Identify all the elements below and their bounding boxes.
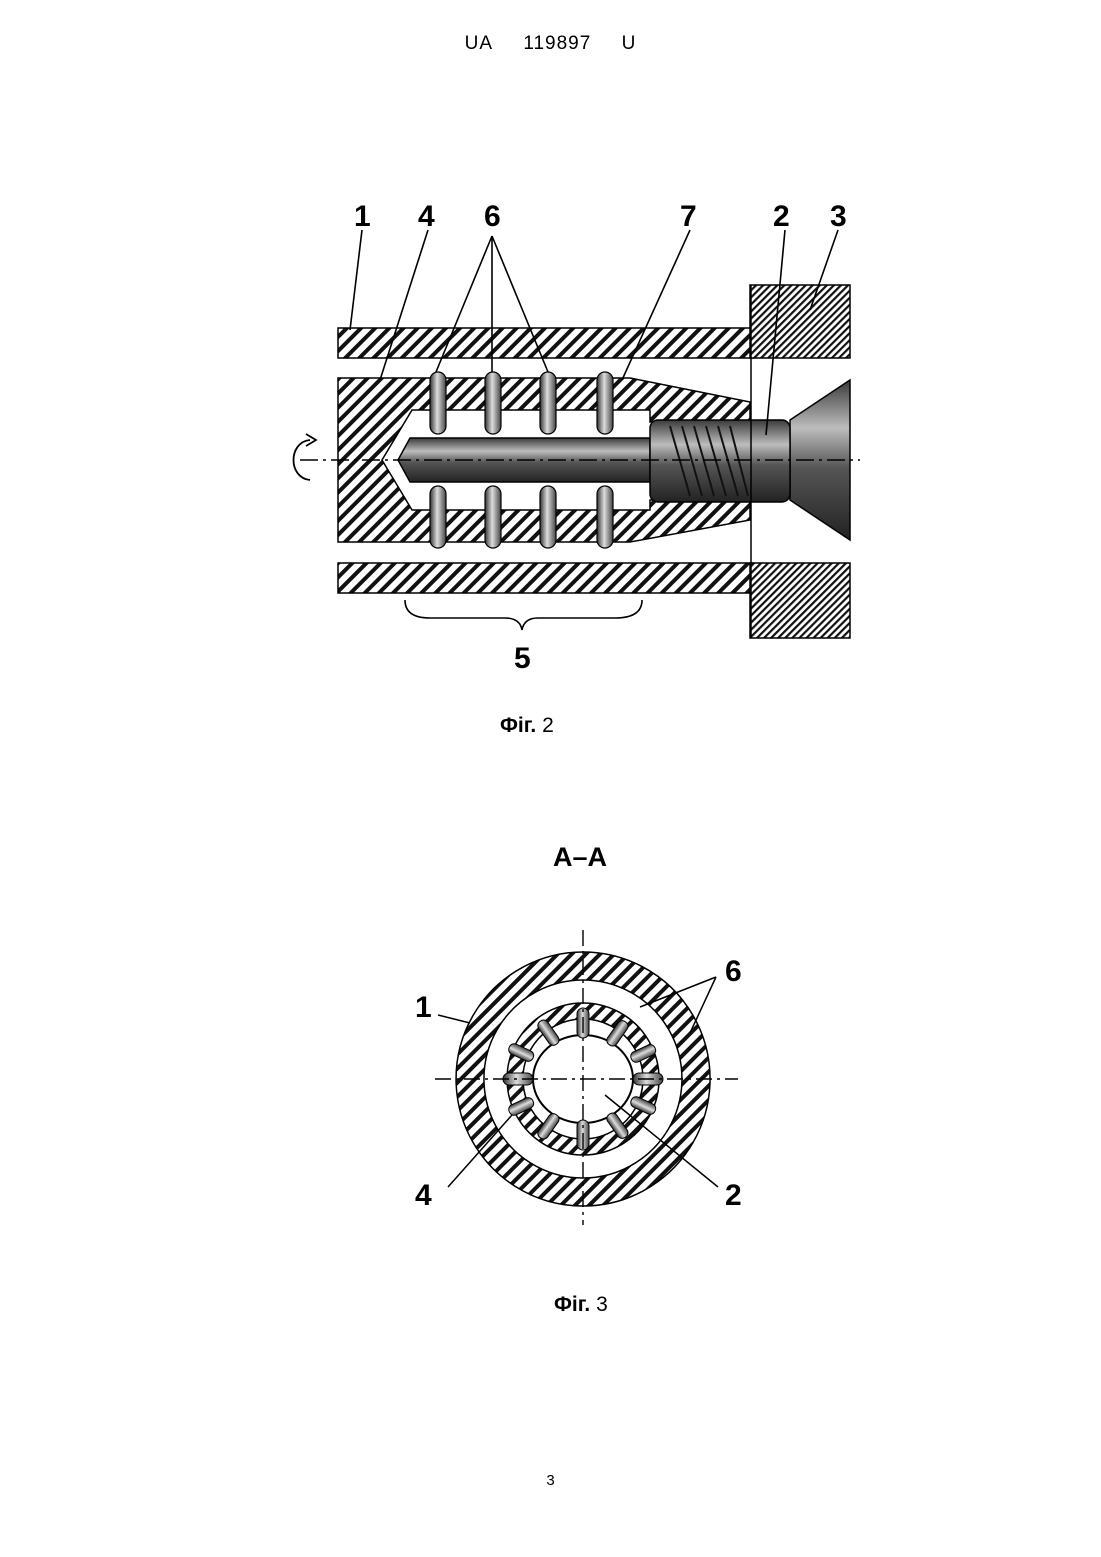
section-label: А–А (553, 842, 607, 873)
label-1: 1 (415, 991, 432, 1024)
figure-3-drawing: 1 6 4 2 (400, 925, 760, 1225)
shaft-2 (398, 420, 790, 502)
label-6: 6 (725, 955, 742, 988)
patent-header: UA 119897 U (0, 33, 1101, 55)
label-5: 5 (514, 642, 531, 670)
figure-2-drawing: 1 4 6 7 2 3 5 (270, 190, 890, 670)
figure-3-caption: Фіг. 3 (554, 1293, 608, 1317)
label-4: 4 (415, 1179, 432, 1212)
label-1: 1 (354, 200, 371, 233)
label-3: 3 (830, 200, 847, 233)
figure-2-caption: Фіг. 2 (500, 714, 554, 738)
label-4: 4 (418, 200, 435, 233)
patent-kind: U (622, 33, 637, 54)
label-6: 6 (484, 200, 501, 233)
page-number: 3 (0, 1472, 1101, 1489)
label-7: 7 (680, 200, 697, 233)
patent-country: UA (465, 33, 493, 54)
patent-number: 119897 (523, 33, 591, 54)
brace-5 (405, 600, 642, 630)
label-2: 2 (725, 1179, 742, 1212)
label-2: 2 (773, 200, 790, 233)
